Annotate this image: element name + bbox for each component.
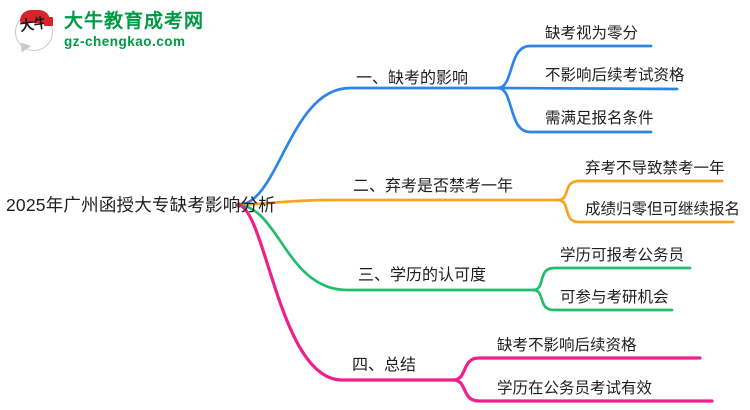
site-url: gz-chengkao.com xyxy=(64,34,186,50)
branch-2-child-2: 成绩归零但可继续报名 xyxy=(585,201,741,218)
branch-3-label: 三、学历的认可度 xyxy=(358,267,487,284)
branch-1-child-1: 缺考视为零分 xyxy=(545,25,639,42)
logo-red-cap xyxy=(20,10,50,23)
branch-3-child-1: 学历可报考公务员 xyxy=(560,247,685,264)
branch-1-links xyxy=(237,44,679,207)
logo-mark: 大牛 xyxy=(14,10,56,55)
site-name: 大牛教育成考网 xyxy=(64,11,205,33)
branch-4-links xyxy=(237,203,714,403)
branch-2-label: 二、弃考是否禁考一年 xyxy=(353,178,514,195)
branch-1-child-2: 不影响后续考试资格 xyxy=(545,67,685,84)
branch-2-links xyxy=(237,179,735,224)
logo-seal-icon xyxy=(44,17,53,26)
branch-1-label: 一、缺考的影响 xyxy=(356,70,469,87)
branch-1-child-3: 需满足报名条件 xyxy=(545,110,654,127)
branch-4-child-2: 学历在公务员考试有效 xyxy=(497,380,653,397)
branch-3-links xyxy=(237,203,692,312)
branch-4-child-1: 缺考不影响后续资格 xyxy=(497,337,637,354)
branch-3-child-2: 可参与考研机会 xyxy=(560,289,669,306)
site-logo[interactable]: 大牛 大牛教育成考网 gz-chengkao.com xyxy=(14,10,205,55)
central-topic: 2025年广州函授大专缺考影响分析 xyxy=(6,195,276,215)
logo-text: 大牛教育成考网 gz-chengkao.com xyxy=(64,11,205,50)
branch-4-label: 四、总结 xyxy=(352,357,417,374)
root-connector-dot xyxy=(236,202,242,208)
branch-2-child-1: 弃考不导致禁考一年 xyxy=(585,160,725,177)
